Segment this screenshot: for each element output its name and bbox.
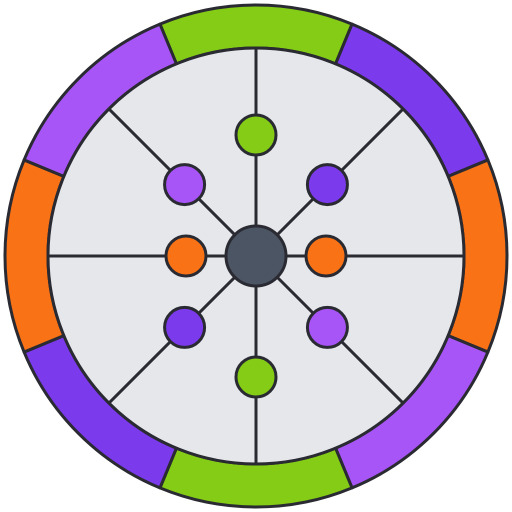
node-top-right <box>305 163 349 207</box>
nodes <box>163 113 349 399</box>
node-bottom-right <box>305 305 349 349</box>
node-top-left <box>163 163 207 207</box>
node-bottom <box>234 355 278 399</box>
node-left <box>164 234 208 278</box>
node-right <box>304 234 348 278</box>
hub <box>224 224 288 288</box>
node-top <box>234 113 278 157</box>
node-bottom-left <box>163 305 207 349</box>
